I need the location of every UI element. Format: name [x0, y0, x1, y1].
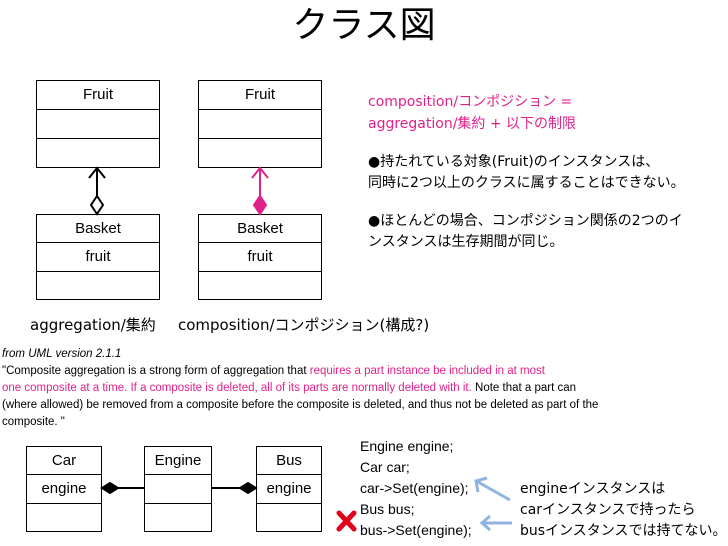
- class-name: Fruit: [199, 81, 321, 110]
- class-name: Basket: [199, 215, 321, 243]
- note-bullet2-line2: ンスタンスは生存期間が同じ。: [368, 234, 564, 250]
- note-bullet2-line1: ●ほとんどの場合、コンポジション関係の2つのイ: [368, 213, 683, 229]
- car-class: Car engine: [26, 446, 102, 532]
- composition-caption: composition/コンポジション(構成?): [178, 316, 430, 334]
- code-line: car->Set(engine);: [360, 480, 469, 496]
- class-name: Engine: [145, 447, 211, 475]
- class-name: Bus: [257, 447, 321, 475]
- arrow-to-car-set: [474, 476, 511, 502]
- quote-line3: (where allowed) be removed from a compos…: [2, 399, 599, 411]
- quote-line1: "Composite aggregation is a strong form …: [2, 365, 545, 377]
- note-bullet1-line2: 同時に2つ以上のクラスに属することはできない。: [368, 175, 685, 191]
- code-line: Engine engine;: [360, 438, 454, 454]
- callout-line2: carインスタンスで持ったら: [520, 502, 696, 518]
- error-x-icon: [336, 510, 357, 532]
- note-bullet1-line1: ●持たれている対象(Fruit)のインスタンスは、: [368, 154, 660, 170]
- class-attribute: engine: [27, 475, 101, 504]
- engine-class: Engine: [144, 446, 212, 532]
- fruit-class-aggregation: Fruit: [36, 80, 160, 168]
- basket-class-aggregation: Basket fruit: [36, 214, 160, 300]
- code-line: Car car;: [360, 459, 410, 475]
- code-line: bus->Set(engine);: [360, 522, 472, 538]
- code-line: Bus bus;: [360, 501, 415, 517]
- class-attribute: fruit: [37, 243, 159, 272]
- class-name: Fruit: [37, 81, 159, 110]
- callout-line3: busインスタンスでは持てない。: [520, 523, 727, 539]
- class-attribute: fruit: [199, 243, 321, 272]
- aggregation-caption: aggregation/集約: [30, 316, 156, 334]
- class-name: Car: [27, 447, 101, 475]
- callout-line1: engineインスタンスは: [520, 481, 666, 497]
- note-definition-line2: aggregation/集約 + 以下の制限: [368, 116, 577, 132]
- quote-source: from UML version 2.1.1: [2, 348, 122, 360]
- car-engine-composition: [100, 481, 144, 495]
- class-attribute: engine: [257, 475, 321, 504]
- bus-engine-composition: [212, 481, 258, 495]
- composition-connector: [251, 166, 269, 216]
- quote-line2: one composite at a time. If a composite …: [2, 382, 577, 394]
- quote-line4: composite. ": [2, 416, 65, 428]
- slide-title: クラス図: [292, 5, 436, 46]
- arrow-to-bus-set: [479, 514, 512, 532]
- class-name: Basket: [37, 215, 159, 243]
- note-definition-line1: composition/コンポジション =: [368, 94, 573, 110]
- basket-class-composition: Basket fruit: [198, 214, 322, 300]
- aggregation-connector: [88, 166, 106, 216]
- bus-class: Bus engine: [256, 446, 322, 532]
